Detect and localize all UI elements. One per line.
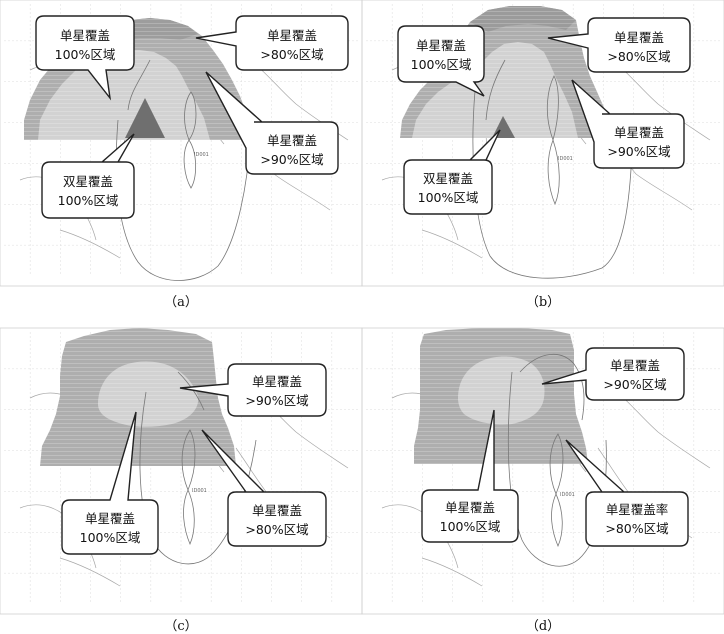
callout-a2-line1: 单星覆盖: [267, 28, 317, 43]
callout-balloon: [179, 363, 327, 417]
callouts: [35, 15, 691, 555]
coastline: [59, 557, 121, 587]
callout-b3-line2: >90%区域: [607, 144, 670, 159]
coastline: [421, 557, 483, 587]
caption-a: （a）: [164, 295, 198, 310]
panel-c: ID001: [0, 327, 363, 615]
caption-b: （b）: [526, 295, 560, 310]
callout-d1-line1: 单星覆盖: [610, 358, 660, 373]
callout-balloon: [571, 79, 685, 169]
coastline: [421, 229, 483, 259]
callout-d1-line2: >90%区域: [603, 377, 666, 392]
callout-balloon: [547, 17, 691, 73]
callout-balloon: [541, 347, 685, 401]
callout-a4-line1: 双星覆盖: [63, 174, 113, 189]
coastline: [59, 229, 121, 259]
callout-b2-line2: >80%区域: [607, 49, 670, 64]
callout-d2-line1: 单星覆盖: [445, 500, 495, 515]
callout-a2-line2: >80%区域: [260, 47, 323, 62]
callout-c1-line1: 单星覆盖: [252, 374, 302, 389]
svg-text:ID001: ID001: [560, 492, 575, 498]
callout-a4-line2: 100%区域: [58, 193, 119, 208]
svg-text:ID001: ID001: [194, 152, 209, 158]
coverage-regions-c: [40, 328, 236, 466]
callout-c2-line1: 单星覆盖: [85, 511, 135, 526]
callout-b1-line2: 100%区域: [411, 57, 472, 72]
callout-d3-line2: >80%区域: [605, 521, 668, 536]
callout-b1-line1: 单星覆盖: [416, 38, 466, 53]
caption-d: （d）: [526, 619, 560, 634]
callout-d3-line1: 单星覆盖率: [606, 502, 669, 517]
callout-c1-line2: >90%区域: [245, 393, 308, 408]
callout-balloon: [41, 133, 135, 219]
callout-a3-line1: 单星覆盖: [267, 133, 317, 148]
callout-balloon: [205, 71, 339, 175]
callout-balloon: [403, 129, 501, 215]
callout-a1-line1: 单星覆盖: [60, 28, 110, 43]
caption-c: （c）: [164, 619, 197, 634]
svg-text:ID001: ID001: [558, 156, 573, 162]
callout-d2-line2: 100%区域: [440, 519, 501, 534]
callout-balloon: [35, 15, 135, 101]
panel-d: ID001: [361, 327, 724, 615]
callout-balloon: [201, 429, 327, 547]
callout-c3-line1: 单星覆盖: [252, 503, 302, 518]
panel-captions: （a） （b） （c） （d）: [164, 295, 560, 634]
double-coverage-a: [125, 98, 165, 138]
callout-a3-line2: >90%区域: [260, 152, 323, 167]
coverage-regions-d: [414, 328, 588, 464]
callout-b3-line1: 单星覆盖: [614, 125, 664, 140]
callout-balloon: [61, 411, 159, 555]
callout-b2-line1: 单星覆盖: [614, 30, 664, 45]
callout-c2-line2: 100%区域: [80, 530, 141, 545]
callout-balloon: [565, 439, 689, 547]
callout-balloon: [421, 409, 519, 543]
callout-balloon: [195, 15, 349, 71]
callout-b4-line2: 100%区域: [418, 190, 479, 205]
callout-labels: 单星覆盖 100%区域 单星覆盖 >80%区域 单星覆盖 >90%区域 双星覆盖…: [55, 28, 671, 545]
callout-b4-line1: 双星覆盖: [423, 171, 473, 186]
callout-a1-line2: 100%区域: [55, 47, 116, 62]
callout-balloon: [397, 25, 485, 97]
svg-text:ID001: ID001: [192, 488, 207, 494]
callout-c3-line2: >80%区域: [245, 522, 308, 537]
